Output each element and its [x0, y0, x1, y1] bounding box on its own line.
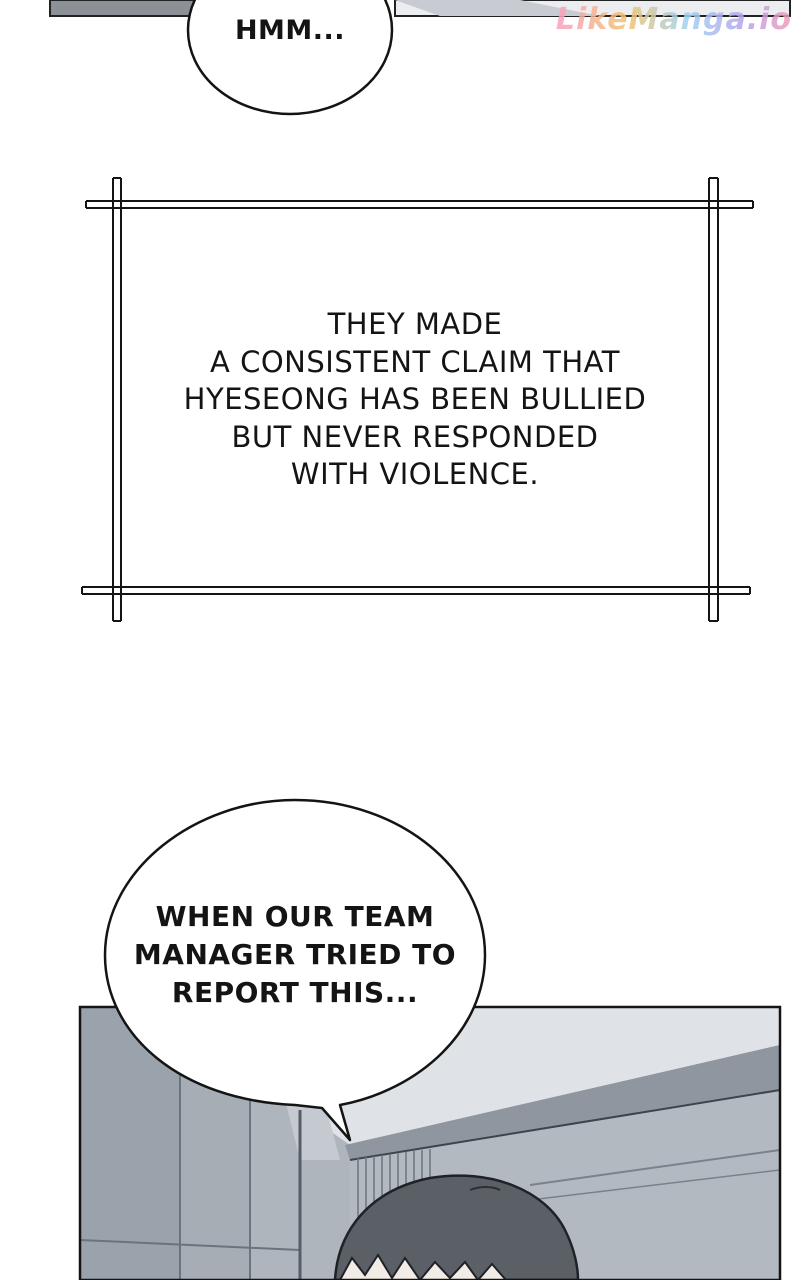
bubble-line: MANAGER TRIED TO — [133, 938, 457, 971]
watermark-logo: LikeManga.io — [555, 2, 792, 37]
bubble-line: REPORT THIS... — [171, 976, 419, 1009]
character-head — [333, 1174, 580, 1280]
top-bubble-text: HMM... — [234, 15, 346, 46]
caption-line: THEY MADE — [327, 307, 503, 341]
top-speech-bubble — [186, 0, 394, 116]
bottom-speech-bubble — [103, 798, 487, 1142]
bottom-bubble-text: WHEN OUR TEAM MANAGER TRIED TO REPORT TH… — [120, 898, 470, 1012]
top-panel-fragment — [49, 0, 791, 17]
caption-frame — [81, 177, 754, 622]
caption-line: HYESEONG HAS BEEN BULLIED — [183, 382, 647, 416]
caption-line: A CONSISTENT CLAIM THAT — [210, 344, 620, 379]
caption-text: THEY MADE A CONSISTENT CLAIM THAT HYESEO… — [140, 306, 690, 494]
bubble-line: WHEN OUR TEAM — [155, 900, 435, 933]
caption-line: BUT NEVER RESPONDED — [231, 419, 599, 454]
caption-line: WITH VIOLENCE. — [290, 457, 540, 491]
